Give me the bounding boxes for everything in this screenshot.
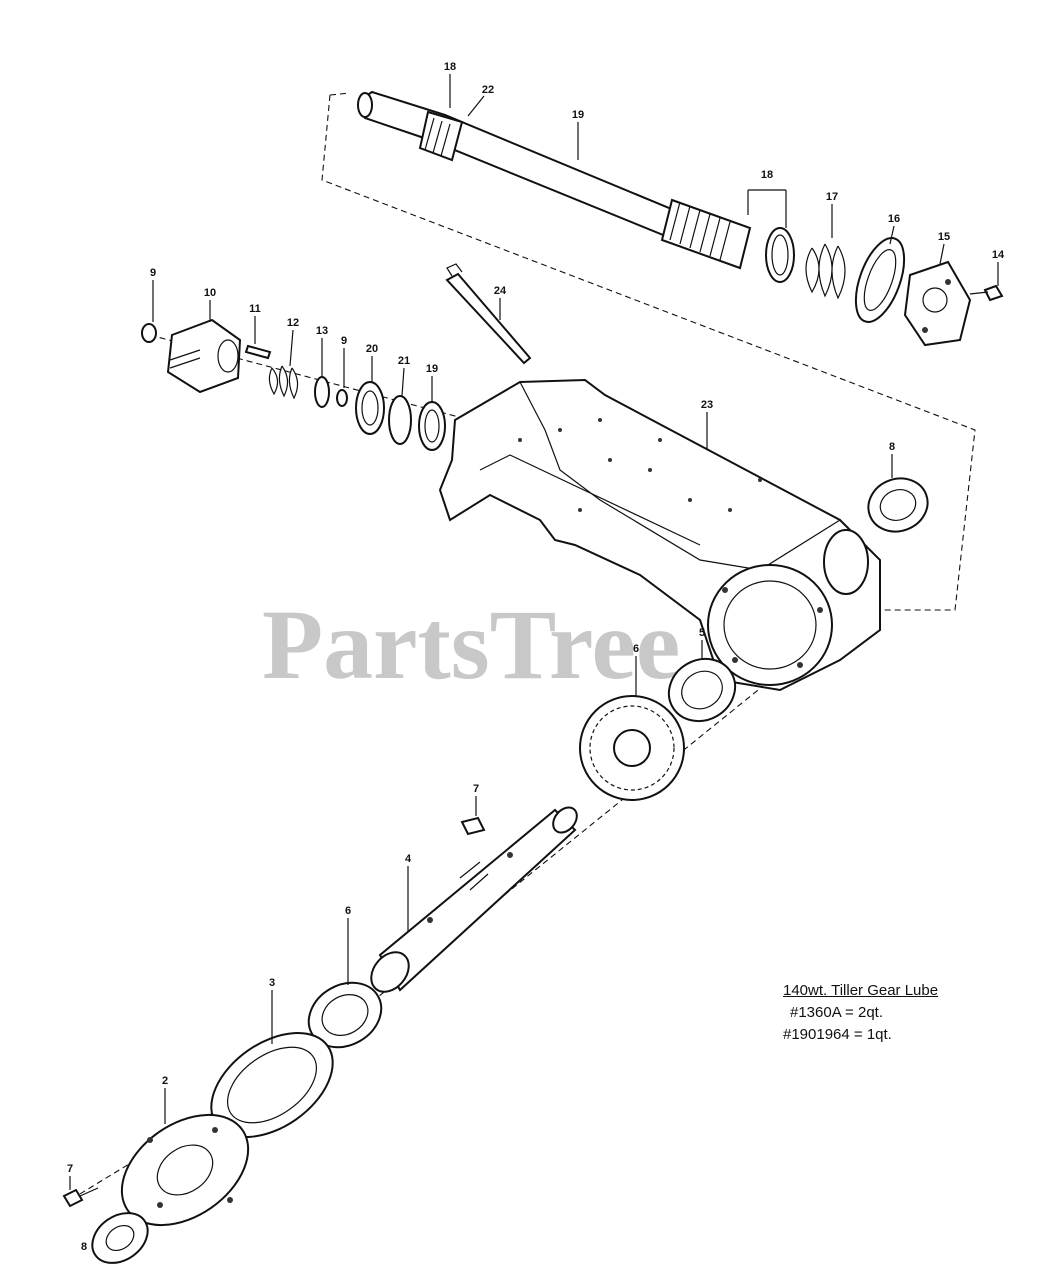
dipstick-24: [445, 263, 532, 365]
bearing-cup-18: [765, 227, 795, 283]
svg-text:7: 7: [67, 1163, 73, 1175]
callout-18-right: 18: [747, 169, 787, 228]
callout-10: 10: [204, 287, 216, 322]
svg-text:11: 11: [249, 303, 261, 315]
svg-text:10: 10: [204, 287, 216, 299]
key-7-upper: [460, 816, 486, 836]
svg-text:22: 22: [482, 84, 494, 96]
svg-text:2: 2: [162, 1075, 168, 1087]
callout-14: 14: [992, 249, 1005, 286]
bearing-cone-18: [418, 110, 464, 162]
callout-21: 21: [398, 355, 410, 397]
svg-text:16: 16: [888, 213, 900, 225]
washer-13: [314, 376, 330, 408]
svg-text:23: 23: [701, 399, 713, 411]
callout-19-shaft: 19: [572, 109, 584, 160]
callout-7-key: 7: [473, 783, 479, 816]
watermark: PartsTree: [262, 589, 680, 700]
callout-13: 13: [316, 325, 328, 376]
svg-text:15: 15: [938, 231, 950, 243]
svg-text:18: 18: [444, 61, 456, 73]
housing-23: [438, 378, 881, 692]
callout-2: 2: [162, 1075, 168, 1124]
svg-text:9: 9: [150, 267, 156, 279]
callout-5: 5: [699, 627, 705, 660]
callout-22: 22: [467, 84, 494, 117]
seal-8-lower: [91, 1212, 149, 1264]
svg-text:12: 12: [287, 317, 299, 329]
input-shaft: [357, 90, 752, 270]
bearing-6-lower: [307, 981, 383, 1049]
bearing-5: [667, 657, 737, 723]
spring-12: [268, 365, 299, 400]
callout-15: 15: [938, 231, 950, 265]
spring-17: [805, 243, 846, 300]
svg-text:13: 13: [316, 325, 328, 337]
callout-3: 3: [269, 977, 275, 1044]
svg-text:14: 14: [992, 249, 1005, 261]
o-ring-9: [141, 323, 157, 343]
callout-23: 23: [701, 399, 713, 450]
output-shaft-4: [370, 806, 578, 993]
bearing-8-upper: [867, 477, 929, 533]
svg-text:6: 6: [345, 905, 351, 917]
callout-8-lower: 8: [81, 1241, 87, 1253]
callout-17: 17: [826, 191, 838, 238]
callout-7-bolt: 7: [67, 1163, 73, 1190]
svg-text:19: 19: [426, 363, 438, 375]
svg-text:21: 21: [398, 355, 410, 367]
callout-8-upper: 8: [889, 441, 895, 478]
svg-text:8: 8: [889, 441, 895, 453]
bearing-cup-19: [418, 401, 446, 451]
retainer-9: [336, 389, 348, 407]
svg-text:20: 20: [366, 343, 378, 355]
callout-6-gear: 6: [633, 643, 639, 696]
svg-text:7: 7: [473, 783, 479, 795]
pin-11: [244, 344, 272, 360]
svg-text:6: 6: [633, 643, 639, 655]
coupler-10: [166, 318, 242, 394]
svg-text:17: 17: [826, 191, 838, 203]
svg-text:3: 3: [269, 977, 275, 989]
callout-6-bearing: 6: [345, 905, 351, 985]
gasket-16: [854, 237, 906, 323]
lube-note-title: 140wt. Tiller Gear Lube: [783, 982, 939, 999]
callout-24: 24: [494, 285, 507, 320]
svg-text:8: 8: [81, 1241, 87, 1253]
svg-text:5: 5: [699, 627, 705, 639]
callout-9-middle: 9: [341, 335, 347, 388]
worm-gear: [660, 198, 752, 270]
lube-note-line: #1901964 = 1qt.: [783, 1026, 892, 1043]
callout-12: 12: [287, 317, 299, 367]
callout-9-left: 9: [150, 267, 156, 322]
gear-6: [579, 695, 685, 801]
svg-text:24: 24: [494, 285, 507, 297]
callout-19-left: 19: [426, 363, 438, 402]
callout-20: 20: [366, 343, 378, 382]
svg-text:4: 4: [405, 853, 412, 865]
bearing-20: [355, 381, 385, 435]
bolt-14: [969, 284, 1004, 302]
lube-note-line: #1360A = 2qt.: [790, 1004, 884, 1021]
end-cap-15: [903, 260, 972, 347]
bolt-7-lower: [62, 1187, 99, 1208]
callout-11: 11: [249, 303, 261, 344]
callout-16: 16: [888, 213, 900, 245]
svg-text:9: 9: [341, 335, 347, 347]
callout-18-top: 18: [444, 61, 456, 108]
snap-ring-21: [388, 395, 412, 445]
svg-text:19: 19: [572, 109, 584, 121]
svg-text:18: 18: [761, 169, 773, 181]
end-cover-2: [120, 1113, 250, 1227]
callout-4: 4: [405, 853, 412, 932]
